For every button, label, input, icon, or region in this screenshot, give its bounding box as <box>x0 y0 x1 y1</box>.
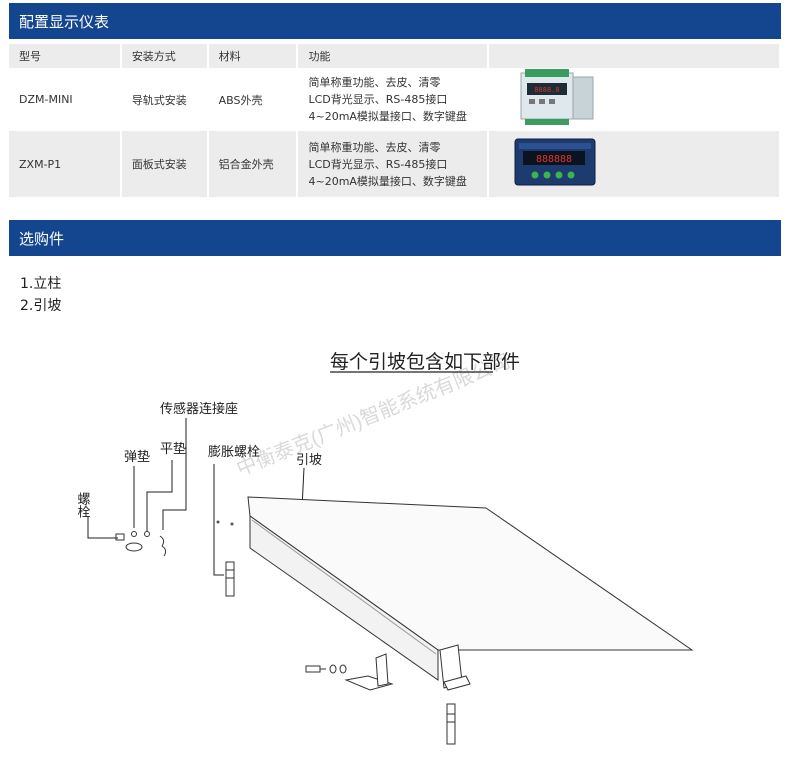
column-header-model: 型号 <box>9 44 122 68</box>
function-line: 简单称重功能、去皮、清零 <box>308 76 441 89</box>
list-item: 2.引坡 <box>20 298 62 314</box>
cell-mount: 面板式安装 <box>120 131 209 197</box>
table-row: DZM-MINI 导轨式安装 ABS外壳 简单称重功能、去皮、清零 LCD背光显… <box>9 68 781 131</box>
list-item: 1.立柱 <box>20 276 62 292</box>
column-header-mount: 安装方式 <box>120 44 209 68</box>
label-ramp: 引坡 <box>296 453 322 468</box>
sensor-bracket <box>439 644 471 691</box>
column-header-image <box>488 44 781 68</box>
leader-lines <box>87 418 305 576</box>
section-header-display-meter: 配置显示仪表 <box>9 3 781 39</box>
function-line: 4~20mA模拟量接口、数字键盘 <box>308 110 467 123</box>
meter-spec-table: 型号 安装方式 材料 功能 DZM-MINI 导轨式安装 ABS外壳 简单称重功… <box>9 44 781 197</box>
function-line: LCD背光显示、RS-485接口 <box>308 157 448 171</box>
panel-meter-image: 888888 <box>514 138 596 185</box>
cell-material: 铝合金外壳 <box>207 131 299 197</box>
function-line: 4~20mA模拟量接口、数字键盘 <box>308 174 467 188</box>
label-flat-washer: 平垫 <box>160 441 186 457</box>
svg-text:8888.8: 8888.8 <box>535 86 560 94</box>
label-spring-washer: 弹垫 <box>124 449 150 465</box>
bolt-assembly <box>305 653 394 691</box>
ramp-parts-diagram: 中衡泰克(广州)智能系统有限公司 每个引坡包含如下部件 传感器连接座 弹垫 平垫… <box>75 349 694 745</box>
expansion-bolt-left <box>225 561 235 597</box>
cell-mount: 导轨式安装 <box>120 68 209 131</box>
column-header-function: 功能 <box>297 44 490 68</box>
section-title: 配置显示仪表 <box>19 12 110 31</box>
table-row: ZXM-P1 面板式安装 铝合金外壳 简单称重功能、去皮、清零 LCD背光显示、… <box>9 131 781 197</box>
small-hardware <box>115 531 167 557</box>
table-header-row: 型号 安装方式 材料 功能 <box>9 44 781 68</box>
svg-text:888888: 888888 <box>536 154 572 165</box>
cell-product-image: 8888.8 <box>488 68 781 131</box>
ramp-body <box>247 496 694 681</box>
cell-product-image: 888888 <box>488 131 781 197</box>
label-sensor-base: 传感器连接座 <box>160 401 238 417</box>
function-line: 简单称重功能、去皮、清零 <box>308 140 441 154</box>
cell-functions: 简单称重功能、去皮、清零 LCD背光显示、RS-485接口 4~20mA模拟量接… <box>297 68 490 131</box>
label-bolt: 螺栓 <box>75 492 91 518</box>
options-list: 1.立柱 2.引坡 <box>20 273 61 317</box>
section-title: 选购件 <box>19 229 65 248</box>
din-rail-meter-image: 8888.8 <box>520 69 594 125</box>
diagram-title: 每个引坡包含如下部件 <box>330 351 520 373</box>
label-expansion-bolt: 膨胀螺栓 <box>208 445 260 460</box>
ramp-holes <box>216 520 234 526</box>
column-header-material: 材料 <box>207 44 299 68</box>
cell-functions: 简单称重功能、去皮、清零 LCD背光显示、RS-485接口 4~20mA模拟量接… <box>297 131 490 197</box>
cell-model: ZXM-P1 <box>9 131 122 197</box>
function-line: LCD背光显示、RS-485接口 <box>308 93 448 106</box>
cell-model: DZM-MINI <box>9 68 122 131</box>
section-header-options: 选购件 <box>9 220 781 256</box>
cell-material: ABS外壳 <box>207 68 299 131</box>
expansion-bolt-bottom <box>446 703 456 745</box>
